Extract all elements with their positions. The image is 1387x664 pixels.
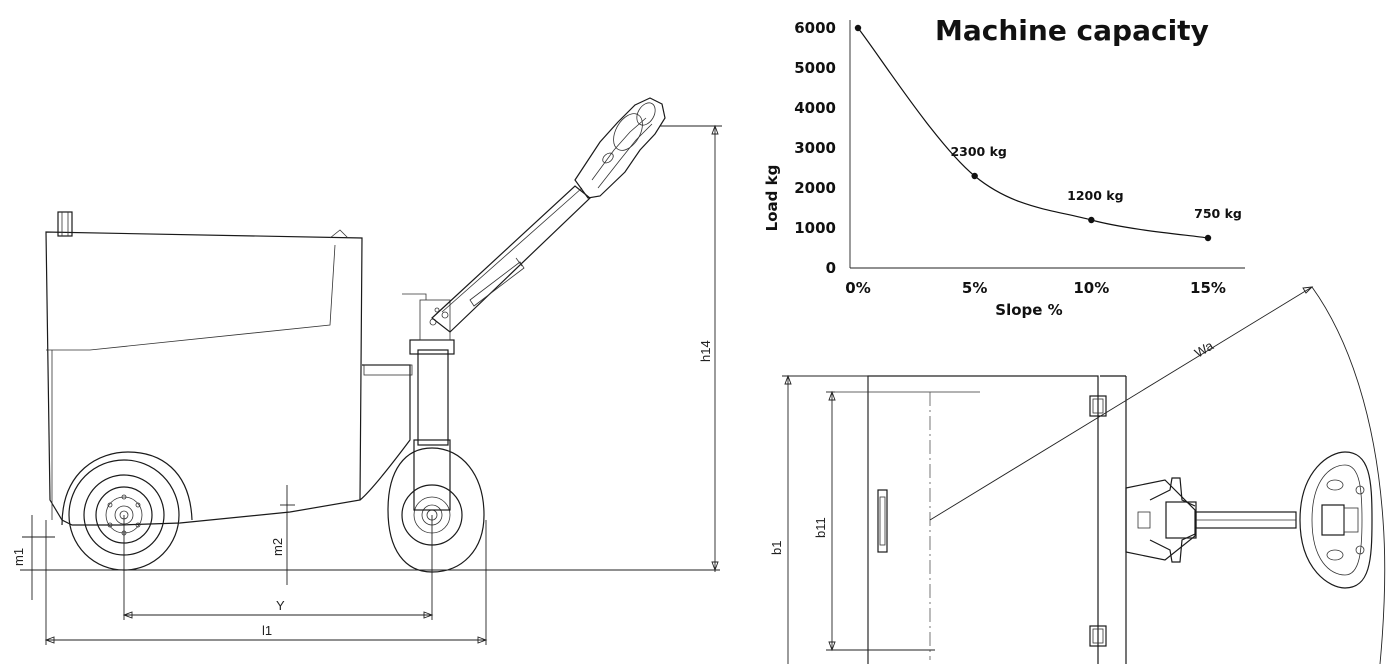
- chart-x-tick-label: 5%: [962, 279, 987, 297]
- tiller-arm: [431, 185, 591, 333]
- chart-x-tick-label: 10%: [1073, 279, 1109, 297]
- chart-y-ticks: 0 1000 2000 3000 4000 5000 6000: [794, 19, 836, 277]
- dim-label-m2: m2: [270, 538, 285, 556]
- chart-data-point: [1088, 216, 1095, 224]
- dim-label-b1: b1: [769, 541, 784, 555]
- chart-x-ticks: 0% 5% 10% 15%: [845, 279, 1226, 297]
- chart-points: 2300 kg 1200 kg 750 kg: [854, 24, 1242, 242]
- chart-x-tick-label: 0%: [845, 279, 870, 297]
- chart-y-tick-label: 3000: [794, 139, 836, 157]
- chart-data-point: [1204, 234, 1212, 242]
- chart-data-point: [854, 24, 862, 32]
- chart-data-point: [971, 172, 978, 180]
- side-view-drawing: m1 m2 Y l1 h14: [11, 97, 722, 645]
- chart-y-tick-label: 6000: [794, 19, 836, 37]
- chart-data-label: 750 kg: [1194, 206, 1242, 221]
- chart-y-tick-label: 2000: [794, 179, 836, 197]
- side-view-dimensions: [20, 124, 722, 645]
- front-wheel-assembly: [387, 293, 485, 573]
- chart-y-tick-label: 0: [826, 259, 836, 277]
- dim-label-y: Y: [276, 598, 285, 613]
- top-view-dimensions: [782, 286, 1386, 664]
- top-view-drawing: b1 b11 Wa: [769, 286, 1386, 664]
- tiller-head: [574, 97, 666, 199]
- chart-title: Machine capacity: [935, 14, 1209, 47]
- tug-body: [45, 211, 413, 526]
- top-view-tiller: [1125, 451, 1373, 589]
- chart-series-line: [857, 27, 1209, 239]
- chart-y-tick-label: 5000: [794, 59, 836, 77]
- chart-y-tick-label: 1000: [794, 219, 836, 237]
- chart-x-axis-label: Slope %: [995, 301, 1062, 319]
- top-view-body: [835, 375, 1127, 664]
- chart-y-tick-label: 4000: [794, 99, 836, 117]
- chart-y-axis-label: Load kg: [763, 165, 781, 232]
- capacity-chart: Machine capacity 0 1000 2000 3000 4000 5000 60…: [763, 14, 1245, 319]
- chart-data-label: 2300 kg: [950, 144, 1006, 159]
- chart-data-label: 1200 kg: [1067, 188, 1123, 203]
- dim-label-m1: m1: [11, 548, 26, 566]
- dim-label-wa: Wa: [1192, 338, 1217, 361]
- dim-label-h14: h14: [698, 340, 713, 362]
- dim-label-l1: l1: [262, 623, 272, 638]
- dim-label-b11: b11: [813, 517, 828, 538]
- chart-x-tick-label: 15%: [1190, 279, 1226, 297]
